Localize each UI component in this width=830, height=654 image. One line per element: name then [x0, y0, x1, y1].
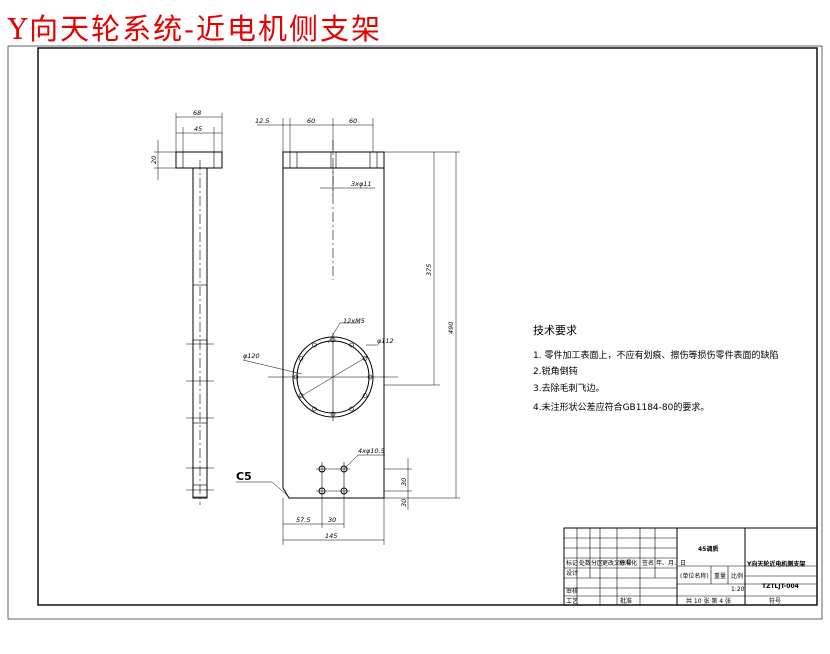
front-view: 12.5 60 60 3xφ11 375 490 30 30 57.5 30 1… [236, 117, 460, 545]
inner-frame-border [37, 47, 818, 606]
outer-sheet-border [7, 45, 823, 620]
side-view: 68 45 20 [150, 109, 223, 505]
tb-rev-header: 标记 [566, 559, 578, 567]
tb-rev-header: 处数 [579, 559, 591, 567]
dim-base-v2: 30 [400, 499, 408, 507]
note-item: 3.去除毛刺飞边。 [533, 382, 605, 394]
dim-base-h2: 30 [328, 516, 336, 524]
dim-base-width: 145 [325, 532, 337, 540]
tb-rev-header: 年、月、日 [656, 559, 686, 567]
tb-sheet-info: 共 10 张 第 4 张 [686, 597, 731, 605]
tb-unit-name: (单位名称) [680, 572, 709, 580]
side-view-section-hatch-3 [192, 484, 208, 498]
tb-role-approve: 批准 [620, 597, 632, 605]
tb-role-process: 工艺 [566, 597, 578, 605]
dim-side-flange: 20 [150, 156, 158, 164]
tb-projection-symbol: 符号 [769, 597, 781, 605]
callout-base-holes: 4xφ10.5 [358, 447, 385, 455]
dim-front-span-1: 60 [307, 117, 315, 125]
tb-role-design: 设计 [566, 569, 578, 577]
tb-rev-header: 分区 [591, 559, 603, 567]
tb-material: 45调质 [698, 545, 718, 553]
dim-base-h1: 57.5 [296, 516, 310, 524]
callout-bore: φ112 [377, 337, 394, 345]
notes-heading: 技术要求 [533, 324, 577, 337]
dim-front-holes: 3xφ11 [351, 180, 372, 188]
tb-part-name: Y向天轮近电机侧支架 [746, 560, 805, 568]
tb-part-number: TZTLJT-004 [762, 583, 799, 590]
tb-scale-label: 比例 [731, 572, 743, 580]
technical-notes: 技术要求 1. 零件加工表面上，不应有划痕、擦伤等损伤零件表面的缺陷 2.锐角倒… [533, 324, 778, 413]
tb-role-check: 审核 [566, 587, 578, 595]
note-item: 2.锐角倒钝 [533, 365, 578, 377]
tb-role-standard: 标准化 [619, 559, 637, 567]
dim-front-offset: 12.5 [255, 117, 269, 125]
dim-front-span-2: 60 [349, 117, 357, 125]
tb-rev-header: 签名 [642, 559, 654, 567]
front-view-top-flange [282, 151, 385, 169]
callout-pcd: φ120 [243, 352, 260, 360]
note-item: 1. 零件加工表面上，不应有划痕、擦伤等损伤零件表面的缺陷 [533, 349, 778, 361]
callout-bolt-holes: 12xM5 [343, 317, 365, 325]
front-view-plate-outline [282, 168, 385, 499]
tb-rev-header: 更改文件号 [602, 559, 632, 567]
title-block: 标记 处数 分区 更改文件号 签名 年、月、日 设计 标准化 审核 工艺 批准 … [563, 527, 818, 606]
tb-weight-label: 重量 [714, 572, 726, 580]
tb-scale: 1:20 [731, 586, 745, 593]
dim-front-height-2: 490 [447, 322, 455, 334]
drawing-title: Y向天轮系统-近电机侧支架 [8, 12, 382, 46]
dim-front-height-1: 375 [425, 264, 433, 276]
dim-side-inner-width: 45 [194, 125, 202, 133]
dim-side-top-width: 68 [193, 109, 201, 117]
side-view-section-hatch-1 [192, 284, 208, 341]
note-item: 4.未注形状公差应符合GB1184-80的要求。 [533, 401, 709, 413]
dim-base-v1: 30 [400, 478, 408, 486]
callout-chamfer: C5 [236, 470, 252, 483]
